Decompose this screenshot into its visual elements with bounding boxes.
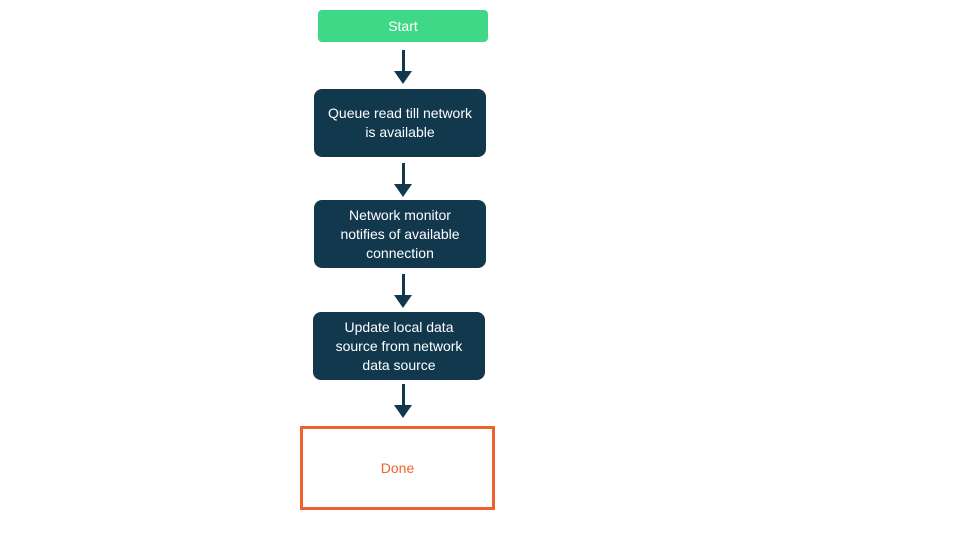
- arrow-head: [394, 71, 412, 84]
- flowchart-node-queue-read: Queue read till network is available: [314, 89, 486, 157]
- arrow-down-icon: [394, 163, 412, 197]
- flowchart-node-network-monitor: Network monitor notifies of available co…: [314, 200, 486, 268]
- flowchart-node-update-local-data: Update local data source from network da…: [313, 312, 485, 380]
- arrow-head: [394, 405, 412, 418]
- arrow-stem: [401, 50, 405, 71]
- arrow-stem: [401, 274, 405, 295]
- arrow-stem: [401, 384, 405, 405]
- arrow-head: [394, 184, 412, 197]
- node-label: Network monitor notifies of available co…: [340, 206, 460, 261]
- arrow-down-icon: [394, 384, 412, 418]
- arrow-stem: [401, 163, 405, 184]
- arrow-head: [394, 295, 412, 308]
- flowchart-node-start: Start: [318, 10, 488, 42]
- node-label: Start: [388, 17, 418, 34]
- flowchart-node-done: Done: [300, 426, 495, 510]
- node-label: Queue read till network is available: [328, 105, 472, 140]
- node-label: Update local data source from network da…: [335, 318, 463, 373]
- arrow-down-icon: [394, 274, 412, 308]
- arrow-down-icon: [394, 50, 412, 84]
- node-label: Done: [380, 459, 415, 476]
